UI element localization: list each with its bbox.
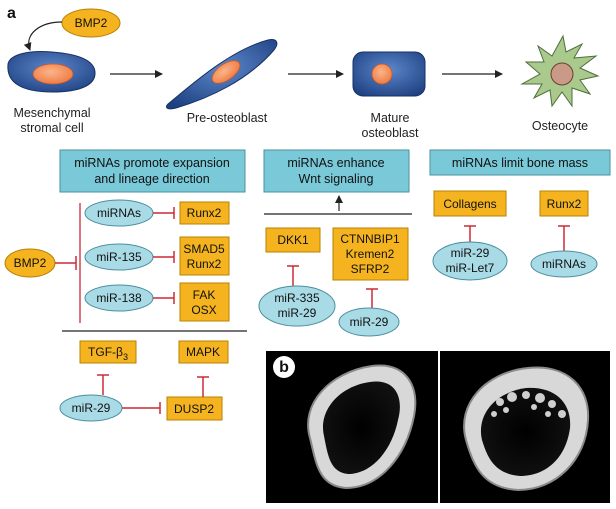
mir29-let7-label-line2: miR-Let7 [446,261,495,275]
runx2-limit-label: Runx2 [547,197,582,211]
panel-b: b [266,351,610,503]
header-wnt-line2: Wnt signaling [298,172,373,186]
mir-node-mir138-label: miR-138 [96,291,142,305]
tgf-prefix: TGF-β [88,345,123,359]
limit-section: Collagens Runx2 miR-29 miR-Let7 miRNAs [432,190,598,281]
bmp2-node-left-label: BMP2 [14,256,47,270]
header-expansion-line2: and lineage direction [94,172,209,186]
dkk1-label: DKK1 [277,233,309,247]
wnt-antagonists-box [332,227,409,281]
mir335-label-line2: miR-29 [278,306,317,320]
mapk-box [178,340,229,364]
mirnas-limit-node [530,250,598,278]
wnt-section: DKK1 CTNNBIP1 Kremen2 SFRP2 miR-335 miR-… [258,195,412,337]
header-expansion-line1: miRNAs promote expansion [74,156,230,170]
runx2-limit-box [539,190,589,217]
mir-node-mir135-label: miR-135 [96,250,142,264]
target-fak-label-line2: OSX [191,303,216,317]
tgf-subscript: 3 [123,352,128,362]
trabecular-structures [491,391,566,418]
target-smad5-label-line2: Runx2 [187,257,222,271]
tgf-box [79,340,137,364]
header-expansion: miRNAs promote expansion and lineage dir… [59,149,246,193]
mesenchymal-label-line1: Mesenchymal [13,106,90,120]
dkk1-box [265,227,321,253]
target-smad5-label-line1: SMAD5 [183,242,225,256]
mir29-node-wnt-label: miR-29 [350,315,389,329]
mir335-node [258,285,336,327]
bmp2-node-top [61,8,121,38]
header-limit-text: miRNAs limit bone mass [452,156,588,170]
target-fak-label-line1: FAK [193,288,216,302]
panel-a-label: a [7,5,16,22]
header-limit: miRNAs limit bone mass [429,149,611,176]
osteocyte-nucleus [550,62,574,86]
antagonist-ctnnbip1: CTNNBIP1 [340,232,400,246]
preosteoblast-label: Pre-osteoblast [187,111,268,125]
tgf-label: TGF-β3 [88,345,128,362]
mature-osteoblast-label-line2: osteoblast [362,126,420,140]
mesenchymal-nucleus [32,63,74,85]
header-wnt: miRNAs enhance Wnt signaling [263,149,410,193]
header-wnt-line1: miRNAs enhance [287,156,384,170]
antagonist-kremen2: Kremen2 [346,247,395,261]
mir29-let7-label-line1: miR-29 [451,246,490,260]
panel-b-label: b [279,359,289,376]
header-wnt-box [263,149,410,193]
lineage-row: BMP2 Mesenchymal stromal cell Pre-osteob… [7,8,600,140]
header-limit-box [429,149,611,176]
panel-b-badge [273,356,295,378]
target-smad5-box [179,236,230,276]
mir29-let7-node [432,241,508,281]
expansion-section: BMP2 miRNAs Runx2 miR-135 SMAD5 Runx2 mi… [4,199,247,422]
target-runx2-box [179,201,230,225]
bmp2-node-top-label: BMP2 [75,16,108,30]
mature-osteoblast-nucleus [371,63,393,85]
dusp2-label: DUSP2 [174,402,214,416]
collagens-label: Collagens [443,197,496,211]
marrow-left [323,381,400,474]
preosteoblast-nucleus [211,60,241,84]
target-fak-box [179,282,230,322]
mature-osteoblast-label-line1: Mature [371,111,410,125]
mir29-node-expansion-label: miR-29 [72,401,111,415]
mir335-label-line1: miR-335 [274,291,320,305]
antagonist-sfrp2: SFRP2 [351,262,390,276]
mesenchymal-label-line2: stromal cell [20,121,83,135]
mir29-node-wnt [338,307,400,337]
mapk-label: MAPK [186,345,220,359]
osteocyte-label: Osteocyte [532,119,588,133]
mirnas-limit-label: miRNAs [542,257,586,271]
collagens-box [433,190,507,217]
bmp2-curved-arrow [23,21,63,51]
header-expansion-box [59,149,246,193]
dusp2-box [166,396,223,421]
mir-node-mirnas-label: miRNAs [97,206,141,220]
target-runx2-label: Runx2 [187,206,222,220]
